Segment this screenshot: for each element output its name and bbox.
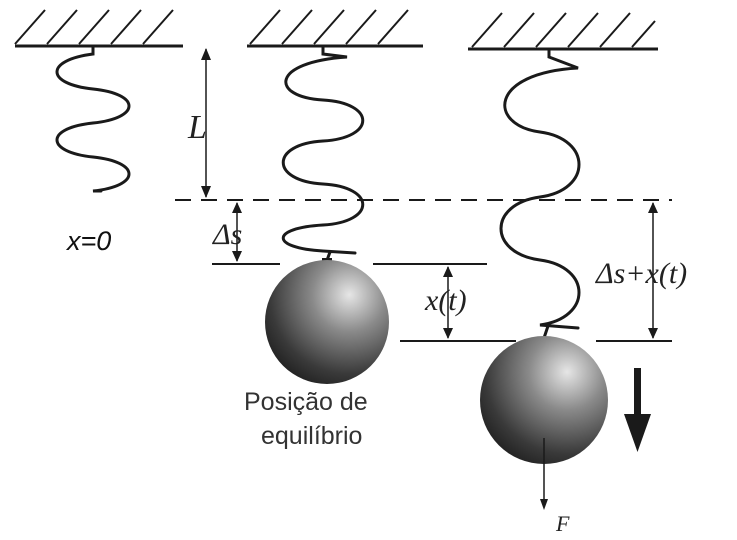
label-x-zero: x=0 [65, 226, 111, 256]
label-delta-s: Δs [212, 218, 242, 251]
force-arrow [540, 438, 548, 510]
spring-left [55, 44, 131, 193]
label-L: L [187, 109, 207, 146]
spring-right [499, 47, 581, 343]
ceiling-middle [247, 9, 423, 48]
label-equilibrium-line1: Posição de [244, 388, 368, 416]
spring-middle [281, 44, 365, 265]
ceiling-left [14, 9, 183, 48]
motion-arrow-down [624, 368, 651, 452]
mass-equilibrium [265, 260, 389, 384]
dimension-arrows [201, 48, 658, 339]
reference-lines [175, 199, 672, 342]
mass-displaced [480, 336, 608, 464]
label-delta-s-plus-x-t: Δs+x(t) [595, 257, 687, 290]
label-force: F [555, 511, 570, 536]
label-x-t: x(t) [424, 284, 467, 317]
ceiling-right [468, 12, 658, 51]
label-equilibrium-line2: equilíbrio [261, 422, 362, 450]
